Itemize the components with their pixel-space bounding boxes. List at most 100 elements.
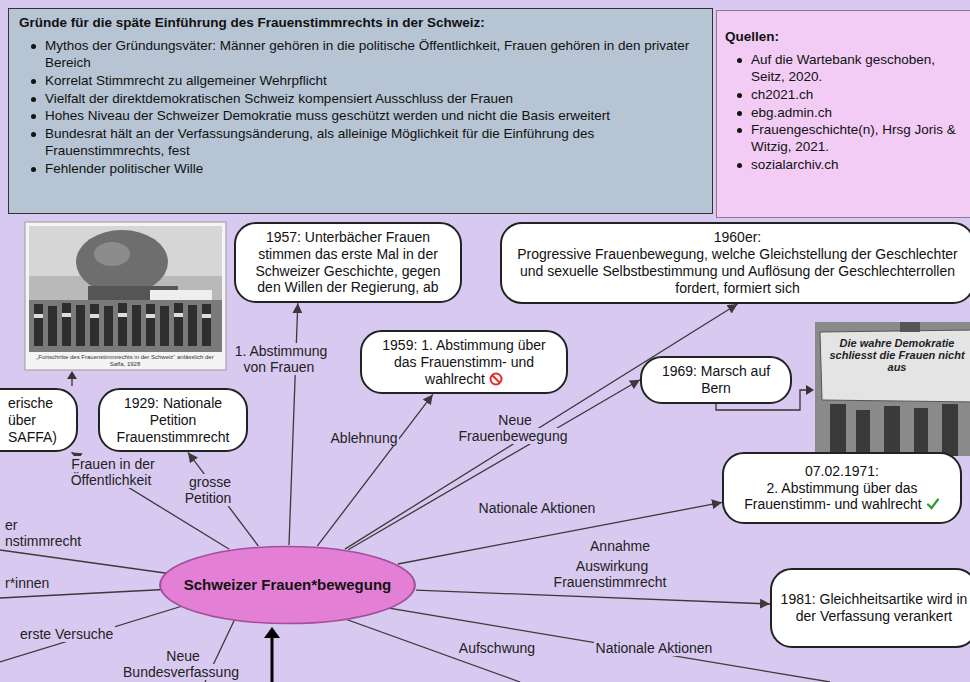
branch-label-box: nstimmrecht <box>3 533 95 549</box>
central-ellipse: Schweizer Frauen*bewegung <box>158 545 417 625</box>
panel-heading: Gründe für die späte Einführung des Frau… <box>19 15 702 32</box>
connector <box>317 394 433 546</box>
drawing-part <box>914 408 928 456</box>
node-text: 1957: Unterbächer Frauen stimmen das ers… <box>244 229 452 296</box>
drawing-part <box>76 305 85 346</box>
saffa-photo <box>25 222 226 370</box>
connector <box>348 380 640 550</box>
edge-label: Auswirkung Frauenstimmrecht <box>554 558 669 590</box>
connector <box>416 590 770 604</box>
edge-label: Neue Frauenbewegung <box>459 412 570 444</box>
drawing-part <box>67 371 77 379</box>
thick-arrow <box>264 627 280 682</box>
check-symbol <box>926 497 940 511</box>
branch-label-box: Neue Bundesverfassung <box>118 648 246 680</box>
bullet-item: Bundesrat hält an der Verfassungsänderun… <box>19 126 702 160</box>
node-text: Progressive Frauenbewegung, welche Gleic… <box>510 246 965 296</box>
drawing-part <box>34 313 211 318</box>
edge-label-box: Ablehnung <box>322 430 406 446</box>
symbol-ring <box>490 373 501 384</box>
event-box: 1981: Gleichheitsartike wird in der Verf… <box>770 568 970 648</box>
drawing-part <box>34 303 211 346</box>
drawing-part <box>264 627 280 638</box>
edge-label-box: grosse Petition <box>176 474 242 506</box>
drawing-part <box>174 303 183 346</box>
branch-label-box: er <box>3 517 27 533</box>
branch-label-box: erste Versuche <box>18 626 128 642</box>
drawing-part <box>29 300 222 352</box>
branch-label-box: Aufschwung <box>452 640 542 656</box>
node-text: 07.02.1971: <box>732 463 952 480</box>
branch-label: nstimmrecht <box>3 533 83 549</box>
drawing-part <box>856 410 870 456</box>
drawing-part <box>34 304 43 346</box>
node-text: 1969: Marsch auf Bern <box>650 363 782 397</box>
event-box: 1969: Marsch auf Bern <box>640 356 792 404</box>
drawing-part <box>150 290 212 300</box>
edge-label-box: Auswirkung Frauenstimmrecht <box>538 558 684 590</box>
text-line: 2. Abstimmung über das Frauenstimm- und … <box>732 480 952 514</box>
node-text: erische über SAFFA) <box>8 395 70 445</box>
node-text: 1960er: <box>510 229 965 246</box>
bullet-item: Frauengeschichte(n), Hrsg Joris & Witzig… <box>725 122 964 156</box>
branch-label-box: Nationale Aktionen <box>586 640 722 656</box>
bullet-item: sozialarchiv.ch <box>725 157 964 174</box>
branch-label: r*innen <box>3 575 51 591</box>
event-box: 1929: Nationale Petition Frauenstimmrech… <box>98 388 248 452</box>
banner-text: Die wahre Demokratie schliesst die Fraue… <box>829 337 964 373</box>
drawing-part <box>62 313 71 317</box>
event-box: 1959: 1. Abstimmung über das Frauenstimm… <box>360 330 568 394</box>
edge-label: Nationale Aktionen <box>477 500 598 516</box>
drawing-part <box>188 305 197 346</box>
node-text: 1929: Nationale Petition Frauenstimmrech… <box>108 395 238 445</box>
edge-label-box: Nationale Aktionen <box>462 500 612 516</box>
prohibited-symbol <box>489 372 503 386</box>
drawing-part <box>900 322 920 332</box>
branch-label: Nationale Aktionen <box>594 640 715 656</box>
drawing-part <box>271 636 274 682</box>
node-text: 2. Abstimmung über das Frauenstimm- und … <box>744 480 921 513</box>
text-line: 1959: 1. Abstimmung über das Frauenstimm… <box>370 337 558 387</box>
node-text: 1981: Gleichheitsartike wird in der Verf… <box>780 591 968 625</box>
symbol-bar <box>492 375 500 383</box>
drawing-part <box>202 314 211 318</box>
branch-label: er <box>3 517 19 533</box>
drawing-part <box>806 385 814 395</box>
edge-label-box: Frauen in der Öffentlichkeit <box>52 456 172 488</box>
bullet-item: Fehlender politischer Wille <box>19 161 702 178</box>
drawing-part <box>76 230 168 294</box>
edge-label: Frauen in der Öffentlichkeit <box>69 456 154 488</box>
sources-panel: Quellen:Auf die Wartebank geschoben, Sei… <box>716 10 970 218</box>
drawing-part <box>132 305 141 346</box>
drawing-part <box>118 313 127 317</box>
bullet-item: Auf die Wartebank geschoben, Seitz, 2020… <box>725 52 964 86</box>
drawing-part <box>29 226 222 352</box>
drawing-part <box>160 306 169 346</box>
drawing-part <box>71 378 72 386</box>
photo-caption-box: „Fortschritte des Frauenstimmrechts in d… <box>30 354 220 367</box>
bullet-item: Hohes Niveau der Schweizer Demokratie mu… <box>19 108 702 125</box>
reasons-panel: Gründe für die späte Einführung des Frau… <box>8 8 713 214</box>
event-box: 1957: Unterbächer Frauen stimmen das ers… <box>234 222 462 303</box>
drawing-part <box>942 404 958 456</box>
connector <box>289 303 298 545</box>
branch-label: erste Versuche <box>18 626 115 642</box>
branch-label-box: r*innen <box>3 575 63 591</box>
edge-label-box: Annahme <box>578 538 662 554</box>
node-text: 1959: 1. Abstimmung über das Frauenstimm… <box>382 337 545 387</box>
bullet-item: Korrelat Stimmrecht zu allgemeiner Wehrp… <box>19 73 702 90</box>
drawing-part <box>830 404 846 456</box>
edge-label: 1. Abstimmung von Frauen <box>233 343 328 375</box>
banner-text-box: Die wahre Demokratie schliesst die Fraue… <box>824 337 970 373</box>
connector <box>345 304 738 549</box>
bullet-item: ebg.admin.ch <box>725 105 964 122</box>
drawing-part <box>25 222 226 370</box>
drawing-part <box>884 406 900 456</box>
bullet-item: Mythos der Gründungsväter: Männer gehöre… <box>19 38 702 72</box>
branch-label: Neue Bundesverfassung <box>123 648 241 680</box>
event-box: 1960er:Progressive Frauenbewegung, welch… <box>500 222 970 304</box>
event-box: 07.02.1971:2. Abstimmung über das Frauen… <box>722 452 962 524</box>
drawing-part <box>202 304 211 346</box>
drawing-part <box>146 304 155 346</box>
